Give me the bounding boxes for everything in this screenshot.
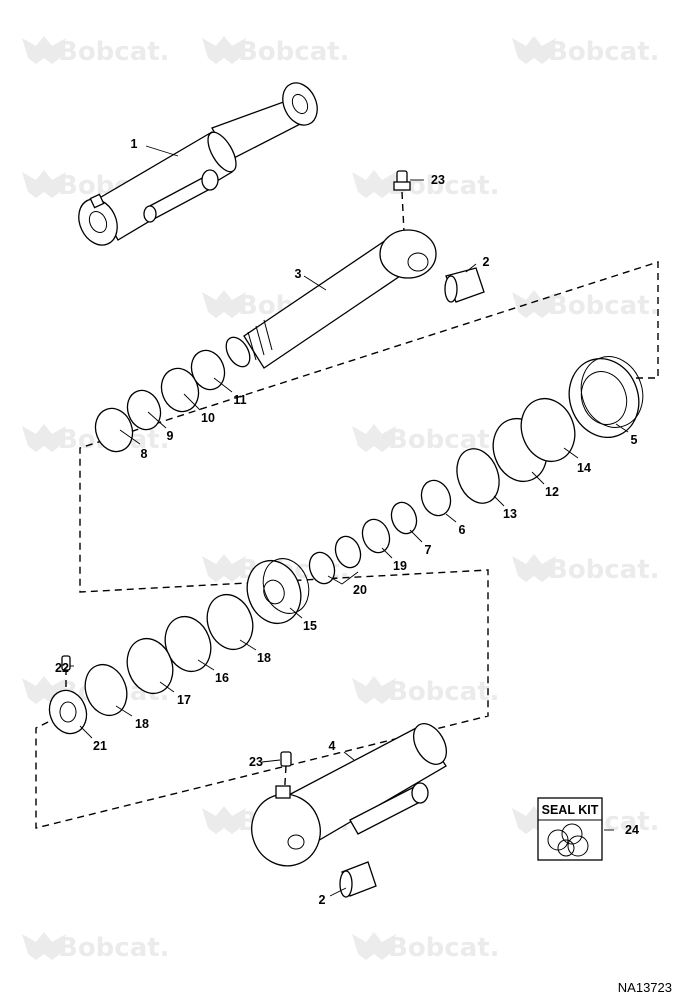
callout-c24: 24 (625, 823, 639, 837)
callout-c2a: 2 (483, 255, 490, 269)
callout-c8: 8 (141, 447, 148, 461)
callout-c12: 12 (545, 485, 559, 499)
bobcat-watermark-text: Bobcat. (58, 933, 170, 963)
callout-leader-lines (70, 145, 629, 897)
seal-rings-16-to-18 (84, 593, 254, 717)
bobcat-watermark-text: Bobcat. (548, 37, 660, 67)
part-1-cylinder-assembly (78, 82, 318, 246)
bobcat-logo-icon (202, 554, 246, 582)
bobcat-watermark: Bobcat. (512, 554, 660, 585)
bobcat-logo-icon (202, 36, 246, 64)
bobcat-watermark: Bobcat. (22, 36, 170, 67)
part-23-grease-fitting-bottom (280, 751, 292, 767)
bobcat-watermark: Bobcat. (352, 676, 500, 707)
seal-rings-12-to-14 (456, 397, 576, 504)
callout-c11: 11 (233, 393, 246, 407)
bobcat-logo-icon (22, 36, 66, 64)
callout-c19: 19 (393, 559, 407, 573)
part-3-piston-rod (225, 229, 437, 369)
callout-c16: 16 (215, 671, 229, 685)
bobcat-logo-icon (22, 170, 66, 198)
bobcat-watermark-text: Bobcat. (548, 555, 660, 585)
bobcat-watermark: Bobcat. (352, 424, 500, 455)
callout-c1: 1 (131, 137, 138, 151)
part-4-cylinder-barrel (251, 723, 448, 867)
bobcat-logo-icon (352, 170, 396, 198)
bobcat-watermark-text: Bobcat. (548, 291, 660, 321)
callout-c10: 10 (201, 411, 215, 425)
bobcat-logo-icon (202, 290, 246, 318)
bobcat-logo-icon (202, 806, 246, 834)
bobcat-watermark: Bobcat. (512, 290, 660, 321)
callout-c7: 7 (425, 543, 432, 557)
callout-c21: 21 (93, 739, 107, 753)
bobcat-watermark-text: Bobcat. (58, 37, 170, 67)
bobcat-watermark-text: Bobcat. (238, 37, 350, 67)
part-6-bushing-and-rings (308, 479, 452, 585)
callout-c6: 6 (459, 523, 466, 537)
bobcat-watermark: Bobcat. (352, 932, 500, 963)
bobcat-logo-icon (352, 676, 396, 704)
bobcat-watermark: Bobcat. (202, 36, 350, 67)
bobcat-watermark: Bobcat. (512, 36, 660, 67)
part-2-pin-top (444, 267, 485, 303)
bobcat-logo-icon (512, 554, 556, 582)
bobcat-logo-icon (352, 424, 396, 452)
callout-c17: 17 (177, 693, 191, 707)
callout-c23b: 23 (249, 755, 263, 769)
part-21-nut-and-22-setscrew (48, 655, 88, 735)
callout-c15: 15 (303, 619, 317, 633)
bobcat-watermark-text: Bobcat. (388, 677, 500, 707)
bobcat-logo-icon (352, 932, 396, 960)
callout-labels: 1223456789101112131415161718181920212223… (55, 137, 639, 907)
callout-c18b: 18 (135, 717, 149, 731)
callout-c23a: 23 (431, 173, 445, 187)
bobcat-logo-icon (512, 36, 556, 64)
callout-c4: 4 (329, 739, 336, 753)
bobcat-watermark: Bobcat. (352, 170, 500, 201)
bobcat-logo-icon (22, 932, 66, 960)
part-15-piston (246, 558, 310, 625)
bobcat-watermark-text: Bobcat. (388, 933, 500, 963)
bobcat-watermark: Bobcat. (22, 932, 170, 963)
callout-c2b: 2 (319, 893, 326, 907)
callout-c5: 5 (631, 433, 638, 447)
callout-c3: 3 (295, 267, 302, 281)
callout-c20: 20 (353, 583, 367, 597)
part-2-pin-bottom (339, 861, 377, 898)
seal-kit-label: SEAL KIT (542, 803, 599, 817)
bobcat-logo-icon (22, 424, 66, 452)
bobcat-watermark-text: Bobcat. (388, 425, 500, 455)
callout-c9: 9 (167, 429, 174, 443)
callout-c13: 13 (503, 507, 517, 521)
callout-c22: 22 (55, 661, 69, 675)
callout-c18a: 18 (257, 651, 271, 665)
part-5-gland-head (568, 356, 644, 438)
callout-c14: 14 (577, 461, 591, 475)
seal-kit-box (537, 797, 603, 861)
bobcat-logo-icon (512, 290, 556, 318)
part-23-grease-fitting-top (393, 170, 411, 191)
diagram-code: NA13723 (618, 980, 672, 995)
